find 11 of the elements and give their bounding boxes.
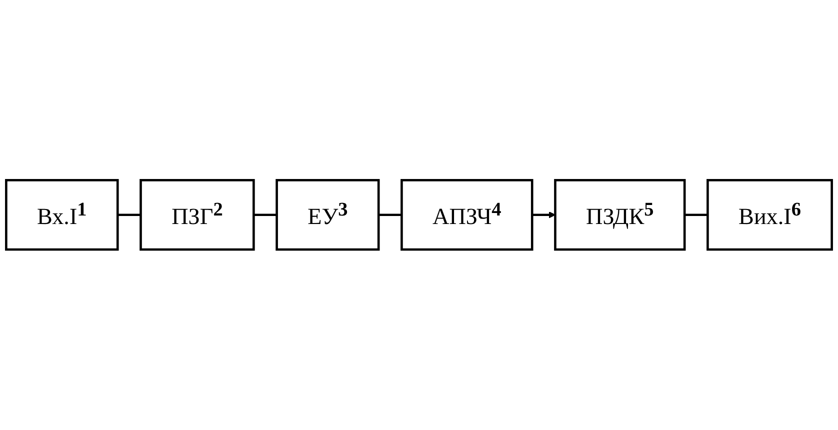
node-box: Вх.І$^{1}$ <box>5 179 119 251</box>
node-box: Вих.І$^{6}$ <box>706 179 833 251</box>
connector <box>684 214 708 216</box>
connector <box>378 214 402 216</box>
arrow <box>532 212 556 218</box>
connector <box>118 214 141 216</box>
node-box: АПЗЧ$^{4}$ <box>400 179 534 251</box>
node-box: ПЗДК$^{5}$ <box>554 179 686 251</box>
connector <box>254 214 277 216</box>
node-box: ПЗГ$^{2}$ <box>140 179 255 251</box>
node-box: ЕУ$^{3}$ <box>276 179 380 251</box>
